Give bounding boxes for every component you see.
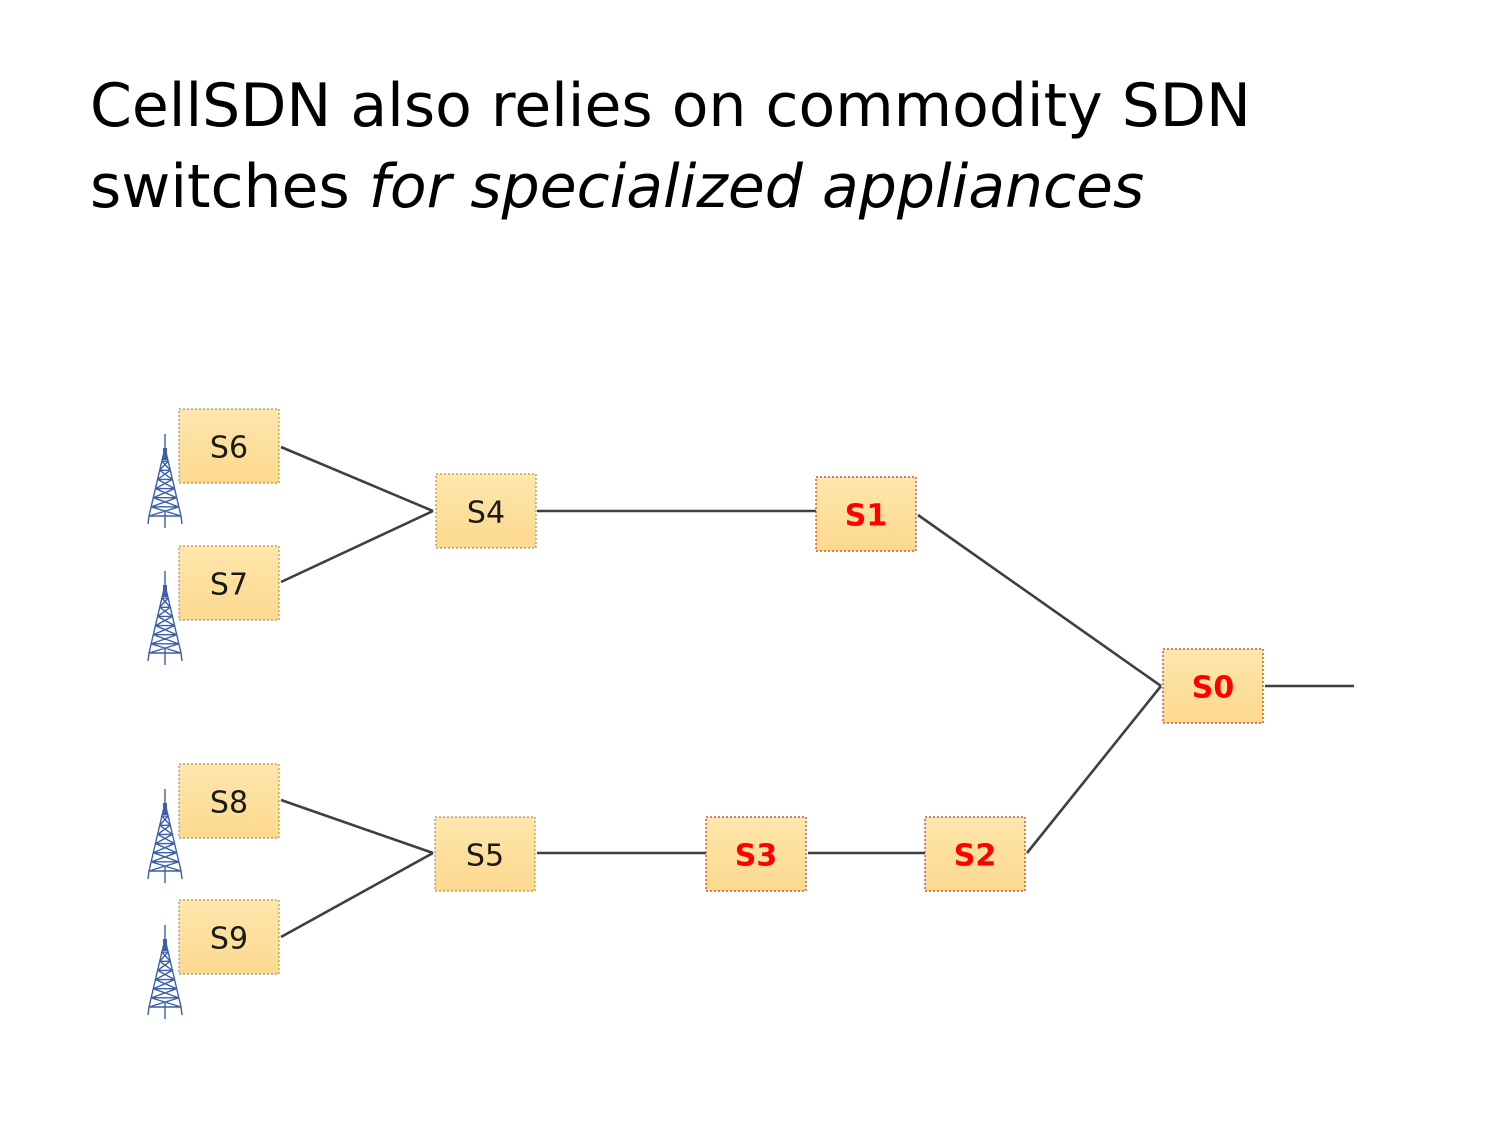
switch-box	[178, 545, 280, 621]
switch-label: S7	[210, 568, 248, 603]
switch-s7: S7	[178, 545, 280, 621]
link-s8-s5	[280, 798, 434, 855]
switch-s8: S8	[178, 763, 280, 839]
switch-label: S9	[210, 922, 248, 957]
switch-s0: S0	[1162, 648, 1264, 724]
switch-box	[178, 899, 280, 975]
switch-box	[1162, 648, 1264, 724]
slide-title: CellSDN also relies on commodity SDN swi…	[90, 66, 1450, 228]
switch-label: S2	[954, 839, 996, 874]
slide-title-plain-text: switches	[90, 152, 369, 222]
switch-box	[924, 816, 1026, 892]
slide-title-emphasis: for specialized appliances	[368, 152, 1145, 222]
switch-label: S5	[466, 839, 504, 874]
switch-label: S3	[735, 839, 777, 874]
slide-title-line-2: switches for specialized appliances	[90, 147, 1450, 228]
switch-box	[178, 763, 280, 839]
link-s7-s4	[280, 509, 434, 584]
link-s6-s4	[280, 445, 434, 513]
switch-label: S0	[1192, 671, 1234, 706]
switch-s5: S5	[434, 816, 536, 892]
switch-s3: S3	[705, 816, 807, 892]
cell-tower-icon	[147, 789, 183, 883]
link-s2-s0	[1025, 685, 1163, 854]
switch-box	[178, 408, 280, 484]
switch-s6: S6	[178, 408, 280, 484]
switch-s9: S9	[178, 899, 280, 975]
switch-box	[815, 476, 917, 552]
links-layer	[280, 445, 1354, 939]
switch-box	[434, 816, 536, 892]
base-stations-layer	[147, 434, 183, 1019]
link-s1-s0	[917, 513, 1162, 688]
switch-label: S6	[210, 431, 248, 466]
switch-label: S4	[467, 496, 505, 531]
switch-box	[435, 473, 537, 549]
link-s9-s5	[280, 851, 434, 939]
switch-box	[705, 816, 807, 892]
switch-s4: S4	[435, 473, 537, 549]
cell-tower-icon	[147, 925, 183, 1019]
switch-label: S1	[845, 499, 887, 534]
slide-title-line-1: CellSDN also relies on commodity SDN	[90, 71, 1251, 141]
switch-s2: S2	[924, 816, 1026, 892]
cell-tower-icon	[147, 434, 183, 528]
cell-tower-icon	[147, 571, 183, 665]
switch-label: S8	[210, 786, 248, 821]
switch-s1: S1	[815, 476, 917, 552]
